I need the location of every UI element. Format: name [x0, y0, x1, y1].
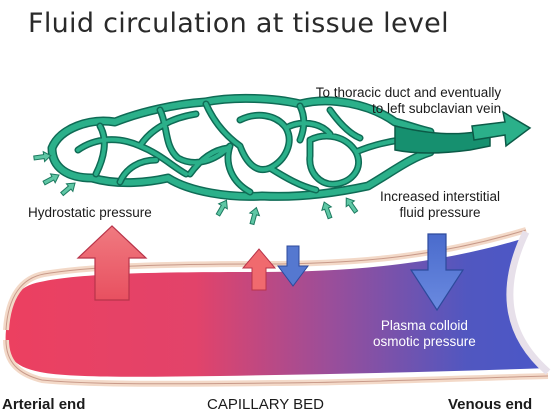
capillary-bed-label: CAPILLARY BED: [207, 396, 325, 413]
venous-opening-rim: [506, 230, 551, 375]
plasma-line2: osmotic pressure: [373, 334, 476, 349]
osmotic-pressure-arrow-icon: [409, 233, 465, 312]
plasma-line1: Plasma colloid: [380, 318, 468, 333]
lymphatic-network: [47, 93, 435, 201]
capillary-lumen: [5, 238, 548, 377]
inflow-arrow-icon: [60, 182, 76, 197]
interstitial-line2: fluid pressure: [399, 205, 481, 220]
lymph-destination-line2: to left subclavian vein: [372, 101, 502, 116]
lymphatic-collecting-vessel: [394, 110, 532, 154]
hydrostatic-pressure-label: Hydrostatic pressure: [28, 205, 152, 220]
filtration-arrow-icon: [241, 248, 277, 291]
arterial-end-label: Arterial end: [2, 396, 86, 413]
interstitial-inflow-arrows: [33, 150, 359, 226]
lymph-destination-label: To thoracic duct and eventually to left …: [292, 85, 501, 117]
venous-end-label: Venous end: [448, 396, 533, 413]
plasma-osmotic-label: Plasma colloid osmotic pressure: [373, 318, 476, 350]
inflow-arrow-icon: [215, 199, 228, 217]
inflow-arrow-icon: [33, 150, 52, 163]
inflow-arrow-icon: [345, 197, 359, 214]
inflow-arrow-icon: [42, 173, 60, 186]
reabsorption-arrow-icon: [277, 245, 309, 287]
inflow-arrow-icon: [321, 201, 333, 220]
lymph-destination-line1: To thoracic duct and eventually: [315, 85, 502, 100]
slide-title: Fluid circulation at tissue level: [28, 8, 449, 39]
drainage-arrow-icon: [471, 110, 532, 148]
interstitial-line1: Increased interstitial: [380, 189, 501, 204]
hydrostatic-pressure-arrow-icon: [76, 225, 148, 301]
inflow-arrow-icon: [248, 206, 261, 226]
interstitial-pressure-label: Increased interstitial fluid pressure: [380, 189, 500, 221]
